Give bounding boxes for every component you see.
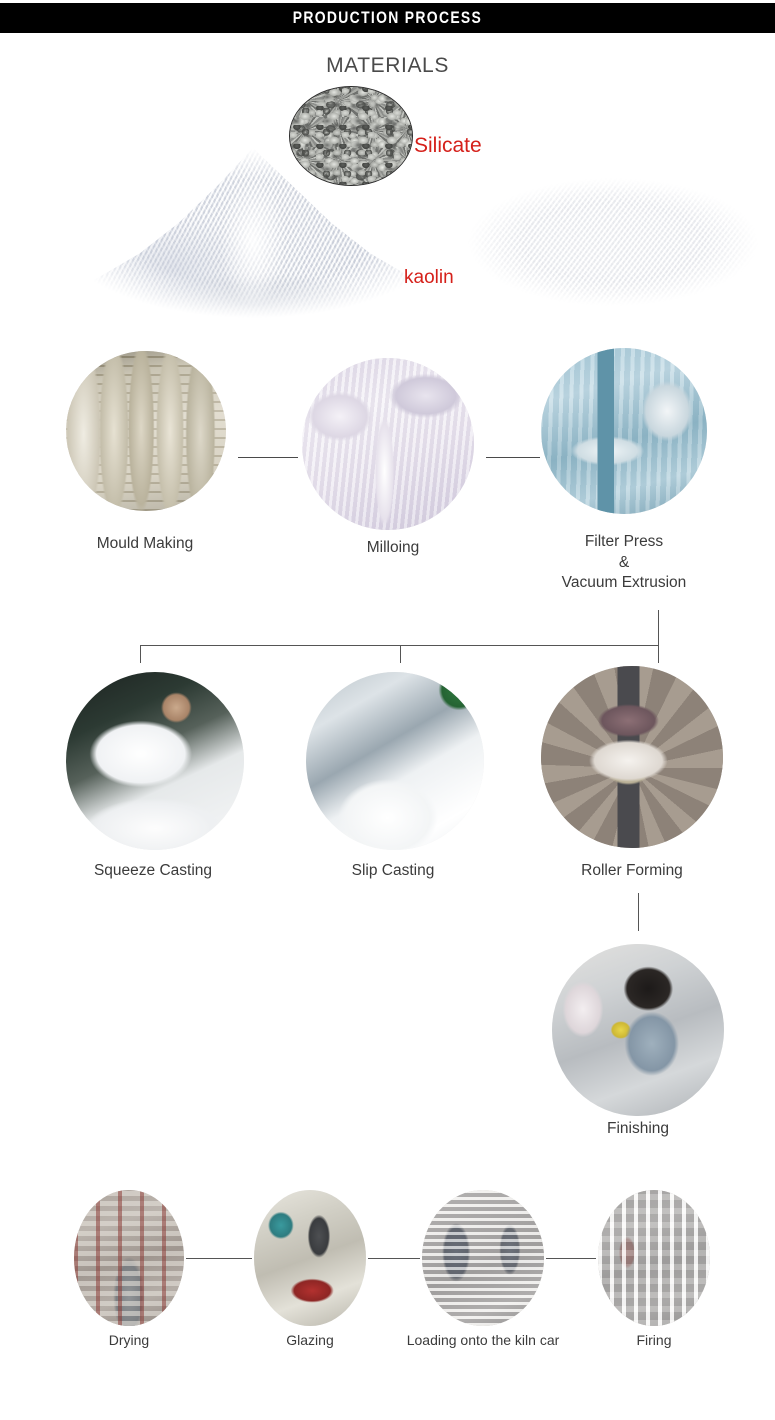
kaolin-label: kaolin — [404, 267, 454, 288]
squeeze-casting-image — [66, 672, 244, 850]
filter-press-label-line1: Filter Press — [584, 533, 664, 550]
kiln-car-image — [422, 1190, 544, 1326]
glazing-label: Glazing — [286, 1332, 334, 1348]
firing-label: Firing — [636, 1332, 672, 1348]
finishing-label: Finishing — [606, 1120, 670, 1137]
page-title: PRODUCTION PROCESS — [292, 8, 483, 27]
finishing-image — [552, 944, 724, 1116]
glazing-image — [254, 1190, 366, 1326]
silicate-gravel-oval-image — [289, 86, 413, 186]
connector-drying-to-glazing — [186, 1258, 252, 1259]
connector-branch-stub-left — [140, 645, 141, 663]
materials-section-title: MATERIALS — [326, 54, 449, 77]
connector-branch-trunk — [658, 610, 659, 645]
drying-label: Drying — [108, 1332, 150, 1348]
header-bar: PRODUCTION PROCESS — [0, 3, 775, 33]
mould-making-image — [66, 351, 226, 511]
kiln-car-label: Loading onto the kiln car — [406, 1332, 560, 1348]
silicate-label: Silicate — [414, 134, 482, 157]
connector-milling-to-filter — [486, 457, 540, 459]
firing-image — [598, 1190, 710, 1326]
connector-glazing-to-kilncar — [368, 1258, 420, 1259]
squeeze-casting-label: Squeeze Casting — [93, 862, 213, 879]
connector-branch-stub-center — [400, 645, 401, 663]
white-powder-mound-image — [468, 178, 758, 306]
filter-press-label-line2: & — [618, 553, 630, 571]
roller-forming-label: Roller Forming — [581, 862, 683, 879]
drying-image — [74, 1190, 184, 1326]
milling-label: Milloing — [366, 539, 420, 556]
filter-press-image — [541, 348, 707, 514]
filter-press-label: Filter Press & Vacuum Extrusion — [479, 532, 769, 594]
milling-image — [302, 358, 474, 530]
connector-kilncar-to-firing — [546, 1258, 596, 1259]
connector-branch-bar — [140, 645, 659, 646]
connector-mould-to-milling — [238, 457, 298, 459]
roller-forming-image — [541, 666, 723, 848]
slip-casting-image — [306, 672, 484, 850]
connector-roller-to-finishing — [638, 893, 639, 931]
connector-branch-stub-right — [658, 645, 659, 663]
filter-press-label-line3: Vacuum Extrusion — [561, 574, 687, 592]
slip-casting-label: Slip Casting — [351, 862, 435, 879]
mould-making-label: Mould Making — [96, 535, 194, 552]
